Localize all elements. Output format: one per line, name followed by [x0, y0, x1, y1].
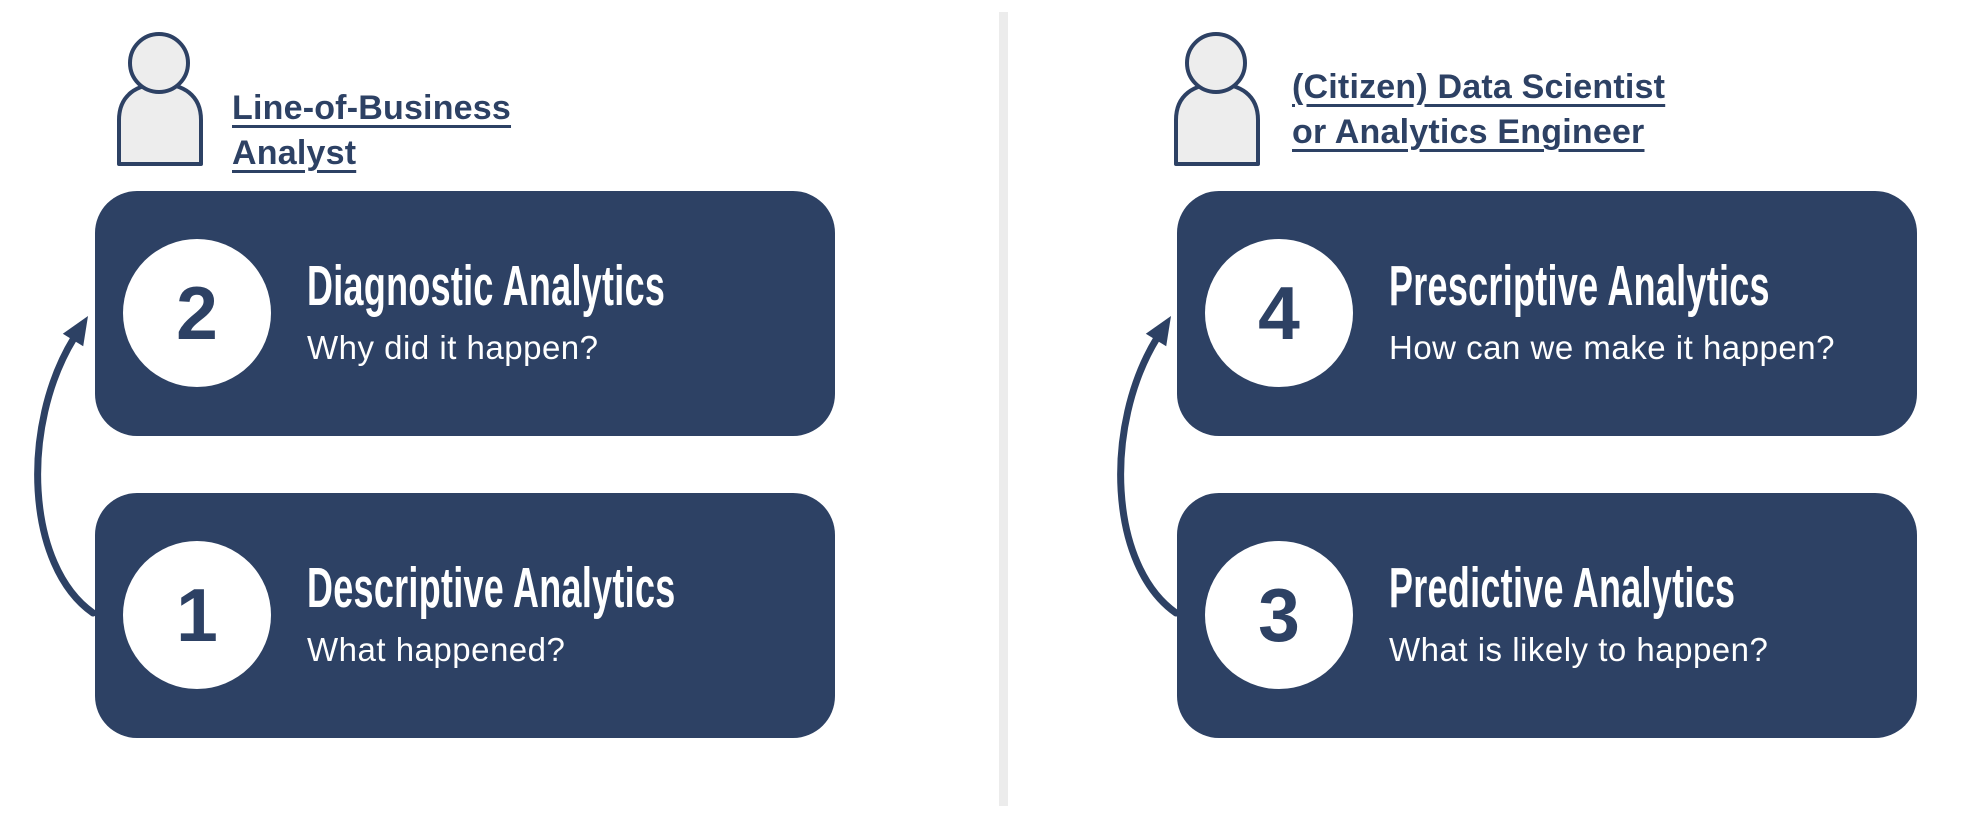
- person-icon: [117, 32, 203, 166]
- step-number-circle: 2: [123, 239, 271, 387]
- loop-arrow-up-icon: [1117, 316, 1180, 617]
- step-number: 1: [176, 572, 218, 657]
- card-descriptive-analytics: 1 Descriptive Analytics What happened?: [95, 493, 835, 738]
- step-number-circle: 1: [123, 541, 271, 689]
- card-predictive-analytics: 3 Predictive Analytics What is likely to…: [1177, 493, 1917, 738]
- card-prescriptive-analytics: 4 Prescriptive Analytics How can we make…: [1177, 191, 1917, 436]
- card-subtitle: What happened?: [307, 631, 566, 668]
- card-diagnostic-analytics: 2 Diagnostic Analytics Why did it happen…: [95, 191, 835, 436]
- persona-title-lob-analyst: Line-of-Business Analyst: [232, 86, 511, 176]
- card-subtitle: What is likely to happen?: [1389, 631, 1769, 668]
- card-subtitle: Why did it happen?: [307, 329, 599, 366]
- card-title: Predictive Analytics: [1389, 556, 1736, 620]
- card-title: Prescriptive Analytics: [1389, 254, 1770, 318]
- persona-title-line: or Analytics Engineer: [1292, 113, 1645, 151]
- persona-title-line: Line-of-Business: [232, 89, 512, 127]
- loop-arrow-up-icon: [34, 316, 97, 617]
- step-number: 2: [176, 270, 218, 355]
- card-title: Diagnostic Analytics: [307, 254, 666, 318]
- step-number: 4: [1258, 270, 1300, 355]
- persona-title-line: Analyst: [232, 134, 357, 172]
- card-subtitle: How can we make it happen?: [1389, 329, 1835, 366]
- persona-title-line: (Citizen) Data Scientist: [1292, 68, 1666, 106]
- step-number-circle: 3: [1205, 541, 1353, 689]
- person-icon: [1174, 32, 1260, 166]
- card-title: Descriptive Analytics: [307, 556, 676, 620]
- persona-title-data-scientist: (Citizen) Data Scientist or Analytics En…: [1292, 65, 1665, 155]
- vertical-divider: [999, 12, 1008, 806]
- step-number-circle: 4: [1205, 239, 1353, 387]
- step-number: 3: [1258, 572, 1300, 657]
